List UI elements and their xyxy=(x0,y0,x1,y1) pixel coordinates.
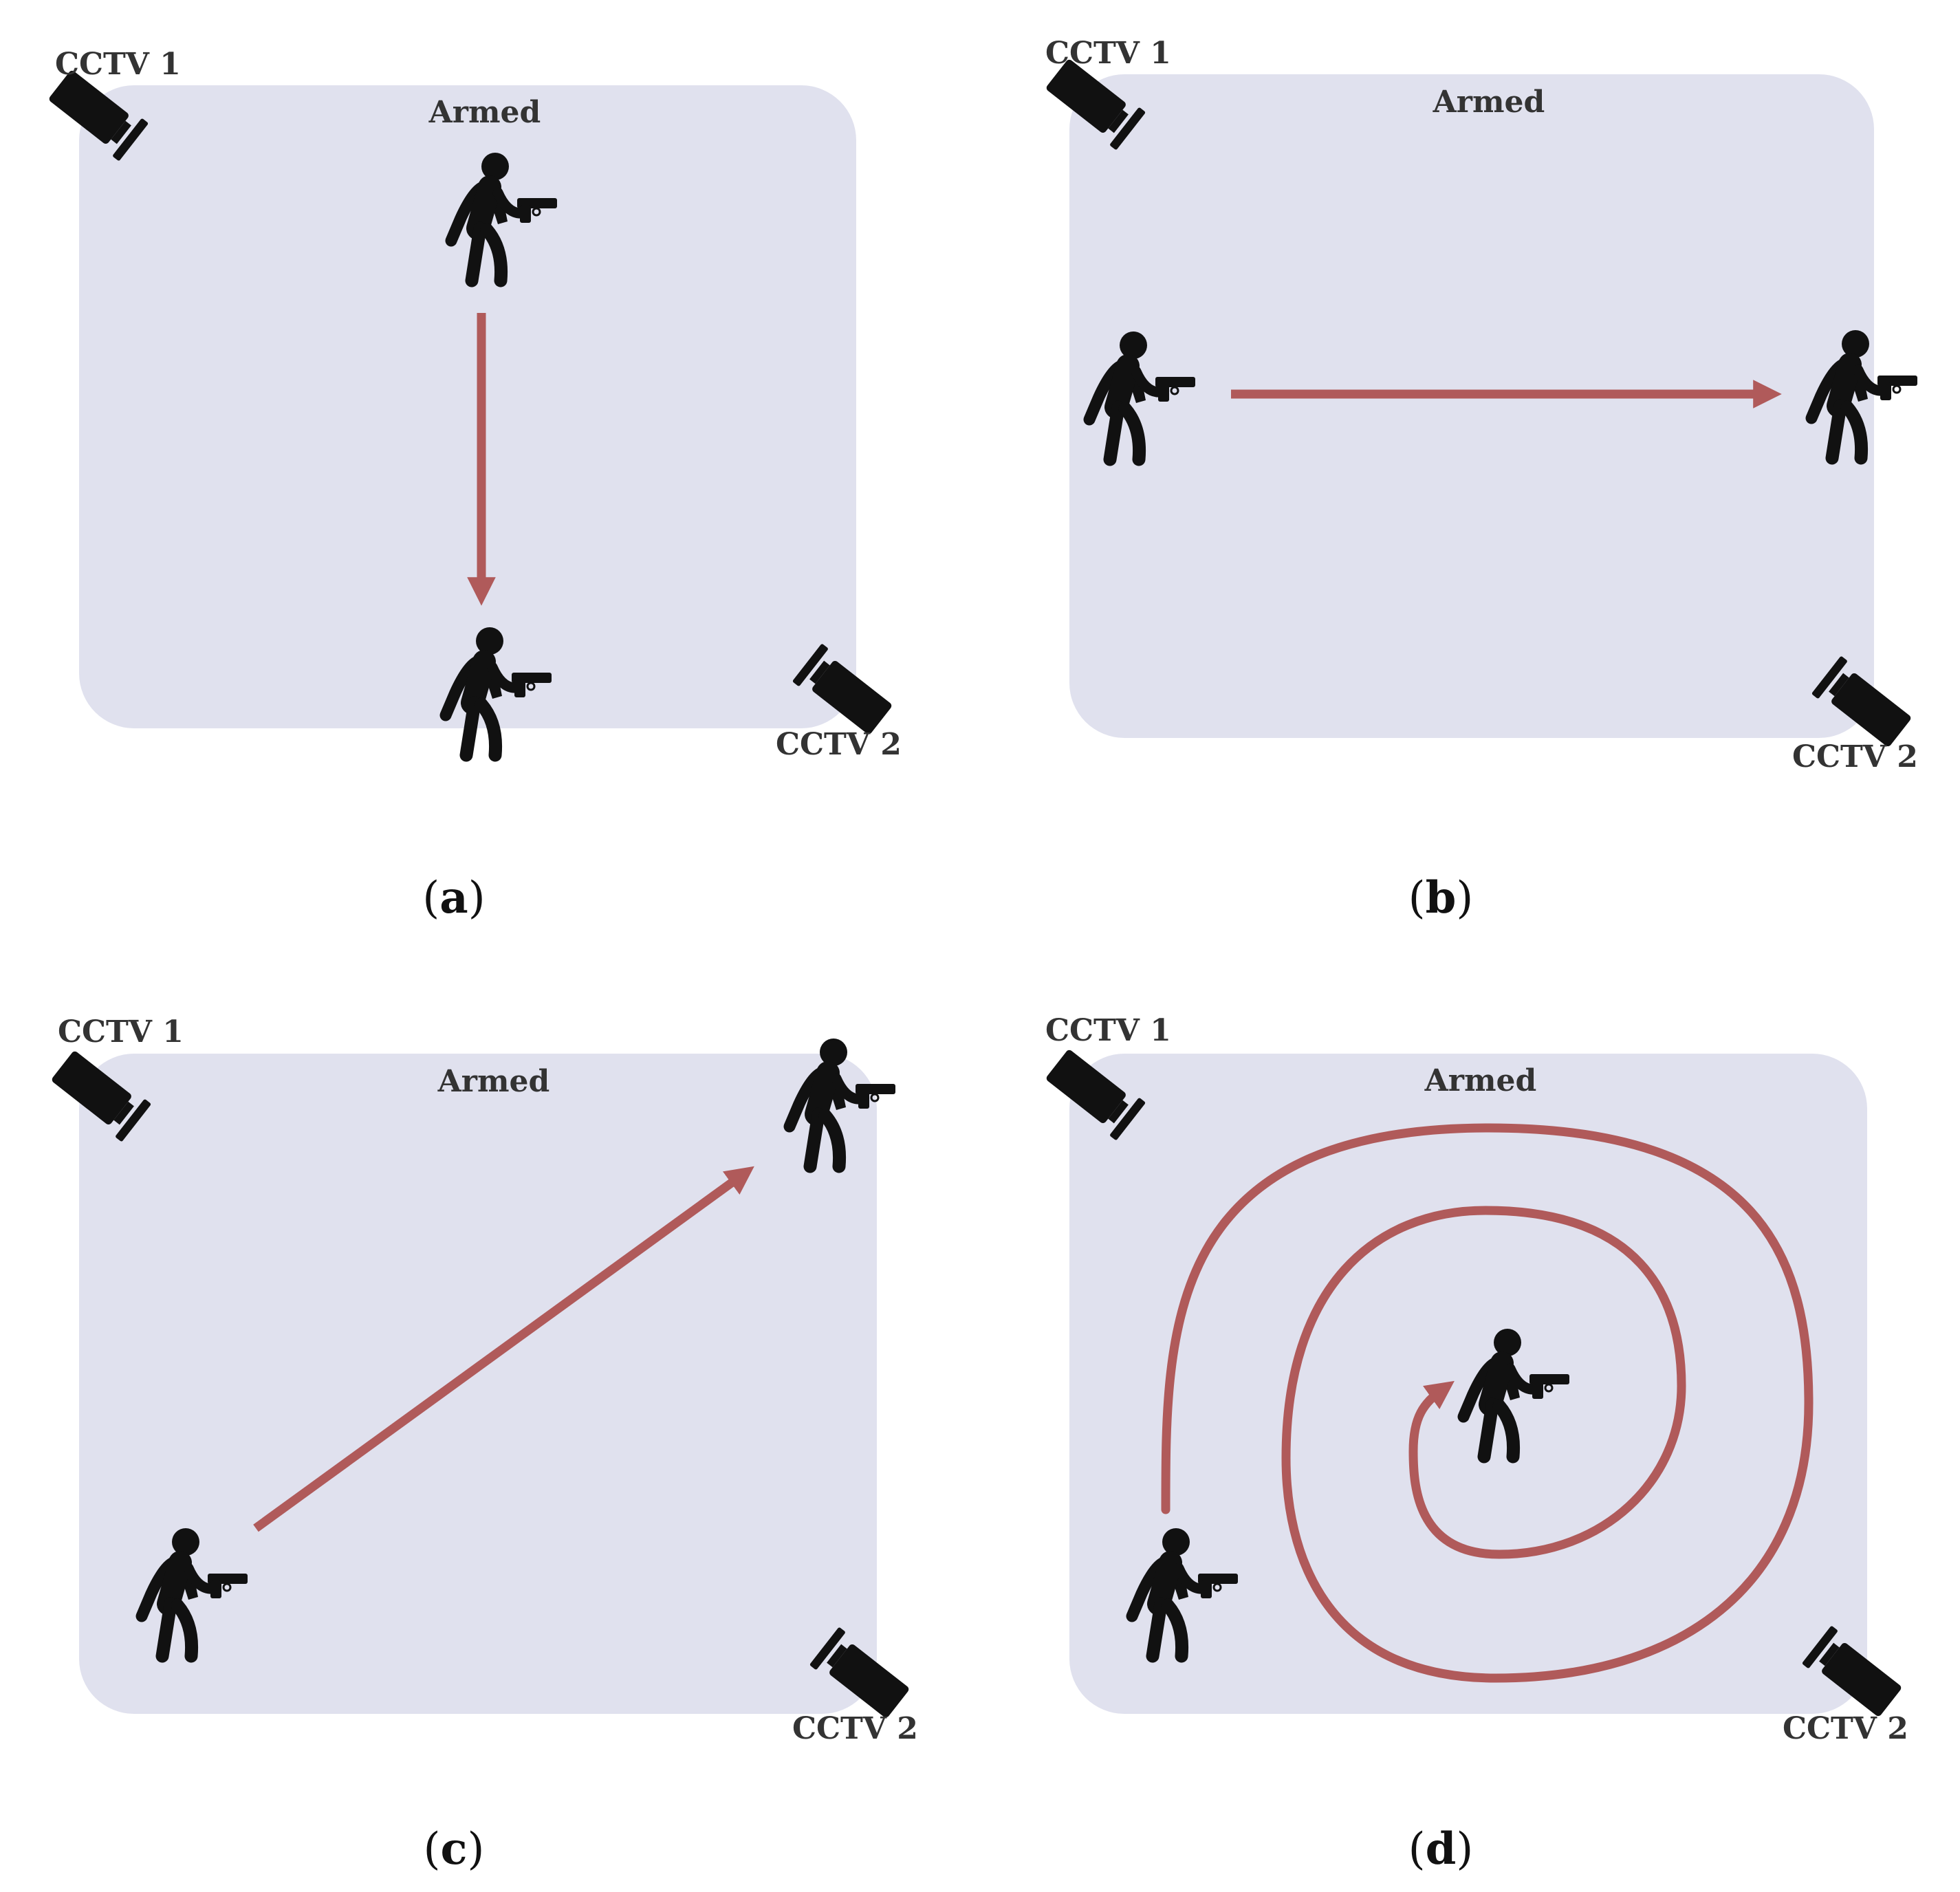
room-area xyxy=(79,85,856,728)
camera-1-label: CCTV 1 xyxy=(1045,1013,1171,1048)
caption-letter: d xyxy=(1426,1823,1457,1875)
caption-letter: a xyxy=(439,872,468,924)
room-label: Armed xyxy=(428,95,541,130)
camera-2-label: CCTV 2 xyxy=(1783,1711,1908,1746)
room-label: Armed xyxy=(437,1064,550,1099)
caption-letter: b xyxy=(1426,872,1457,924)
panel-caption: (a) xyxy=(422,872,485,924)
room-area xyxy=(79,1054,877,1714)
panel-c: CCTV 1 Armed CCTV 2 (c) xyxy=(47,1014,918,1875)
panel-caption: (b) xyxy=(1408,872,1474,924)
caption-letter: c xyxy=(441,1823,468,1875)
camera-2-label: CCTV 2 xyxy=(792,1711,918,1746)
panel-caption: (c) xyxy=(424,1823,485,1875)
room-area xyxy=(1069,1054,1867,1714)
camera-1-label: CCTV 1 xyxy=(1045,36,1171,71)
camera-2-label: CCTV 2 xyxy=(1792,739,1918,774)
panel-d: CCTV 1 Armed CCTV 2 (d) xyxy=(1042,1013,1908,1875)
room-label: Armed xyxy=(1433,85,1545,120)
camera-1-label: CCTV 1 xyxy=(58,1014,184,1050)
room-label: Armed xyxy=(1424,1063,1537,1098)
panel-caption: (d) xyxy=(1408,1823,1474,1875)
camera-1-label: CCTV 1 xyxy=(55,47,181,82)
panel-b: CCTV 1 Armed CCTV 2 (b) xyxy=(1042,36,1918,924)
panel-a: CCTV 1 Armed CCTV 2 (a) xyxy=(45,47,902,924)
movement-path-spiral xyxy=(1161,1123,1814,1683)
room-area xyxy=(1069,74,1874,738)
movement-path-arrow xyxy=(253,1166,754,1532)
camera-2-label: CCTV 2 xyxy=(776,727,902,762)
